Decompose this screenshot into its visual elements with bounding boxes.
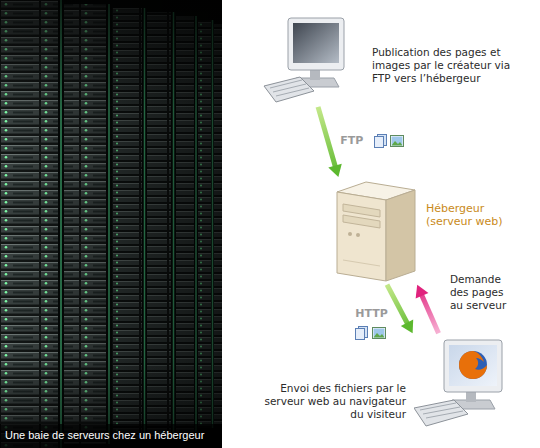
web-server: Hébergeur (serveur web) <box>336 180 416 282</box>
visitor-computer-art <box>414 336 506 428</box>
photo-shade <box>0 0 222 448</box>
creator-computer: Publication des pages et images par le c… <box>262 16 354 104</box>
edge-label: FTP <box>340 134 380 147</box>
arrow-shaft <box>387 285 408 325</box>
node-label: Envoi des fichiers par le serveur web au… <box>256 382 406 421</box>
photo-caption: Une baie de serveurs chez un hébergeur <box>0 424 222 448</box>
server-racks <box>0 0 222 448</box>
edge-label: HTTP <box>338 307 388 320</box>
photo-background <box>0 0 222 448</box>
photo-vignette <box>0 0 222 448</box>
document-icon <box>356 327 368 340</box>
flow-arrow <box>387 285 413 334</box>
image-icon <box>391 136 404 147</box>
creator-computer-illustration <box>264 18 344 102</box>
visitor-computer: Envoi des fichiers par le serveur web au… <box>414 336 506 428</box>
arrow-shaft <box>318 107 336 168</box>
arrow-head <box>328 164 341 177</box>
server-rack-photo <box>0 0 222 448</box>
node-label: Hébergeur (serveur web) <box>426 202 518 228</box>
web-server-illustration <box>337 182 415 281</box>
edge-label: Demande des pages au serveur <box>450 273 514 312</box>
arrow-head <box>401 319 413 333</box>
flow-arrow <box>416 285 439 334</box>
document-icon <box>375 135 387 148</box>
node-label: Publication des pages et images par le c… <box>372 46 530 85</box>
visitor-computer-illustration <box>414 340 502 426</box>
web-server-art <box>336 180 416 282</box>
arrow-head <box>416 285 429 299</box>
arrow-shaft <box>421 294 438 333</box>
flow-arrow <box>318 107 342 177</box>
creator-computer-art <box>262 16 354 104</box>
image-icon <box>373 328 386 339</box>
